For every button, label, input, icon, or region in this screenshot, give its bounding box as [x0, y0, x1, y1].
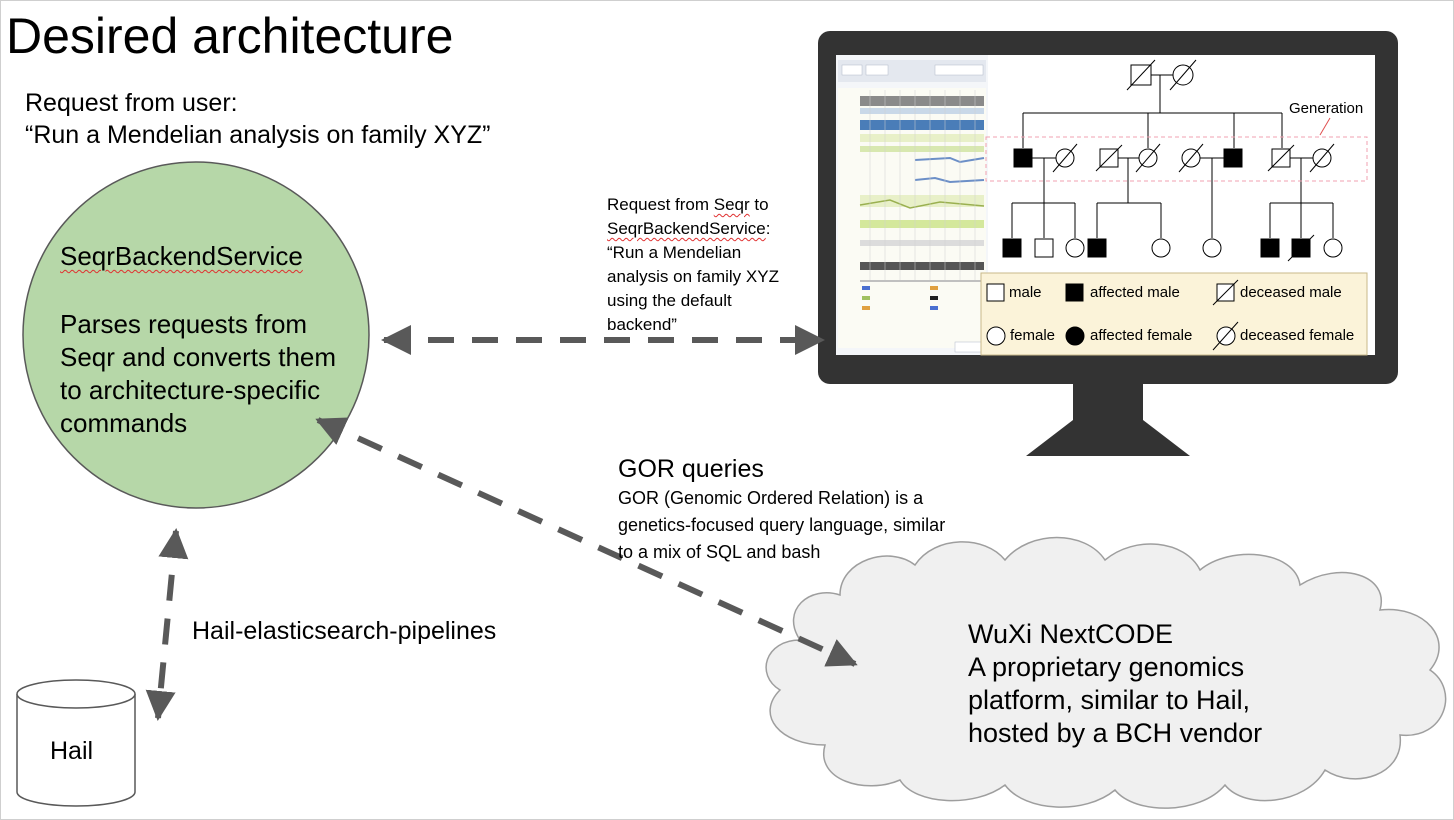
seqr-request-seqr: Seqr — [713, 195, 750, 214]
hail-pipelines-label: Hail-elasticsearch-pipelines — [192, 617, 497, 645]
seqr-request-suffix: to — [749, 195, 769, 214]
database-cylinder-icon — [16, 679, 136, 807]
legend-deceased-female: deceased female — [1240, 327, 1355, 344]
hail-label: Hail — [50, 737, 94, 765]
slide-title: Desired architecture — [6, 8, 454, 64]
arrow-service-to-wuxi — [315, 417, 858, 667]
seqr-request-prefix: Request from — [607, 195, 714, 214]
legend-female: female — [1010, 327, 1056, 344]
generation-label: Generation — [1289, 100, 1364, 117]
genome-browser-screenshot — [836, 55, 988, 355]
service-name: SeqrBackendService — [60, 241, 303, 271]
user-request-text: “Run a Mendelian analysis on family XYZ” — [25, 121, 491, 149]
seqr-request-colon: : — [765, 219, 771, 238]
wuxi-title: WuXi NextCODE — [968, 619, 1174, 649]
wuxi-description: A proprietary genomics platform, similar… — [968, 652, 1263, 748]
legend-affected-male: affected male — [1090, 284, 1180, 301]
seqr-backend-service-node — [22, 161, 370, 509]
cloud-icon — [765, 536, 1447, 809]
pedigree-chart — [1002, 59, 1343, 262]
user-request-label: Request from user: — [25, 89, 238, 117]
seqr-request-text: “Run a Mendelian analysis on family XYZ … — [607, 243, 779, 334]
generation-highlight — [985, 117, 1368, 182]
arrow-service-to-hail — [145, 528, 189, 721]
legend-male: male — [1009, 284, 1042, 301]
pedigree-legend — [980, 272, 1368, 356]
service-description: Parses requests from Seqr and converts t… — [60, 309, 337, 438]
seqr-request-service: SeqrBackendService — [607, 219, 766, 238]
gor-description: GOR (Genomic Ordered Relation) is a gene… — [618, 488, 946, 562]
gor-title: GOR queries — [618, 455, 764, 483]
legend-deceased-male: deceased male — [1240, 284, 1342, 301]
legend-affected-female: affected female — [1090, 327, 1193, 344]
